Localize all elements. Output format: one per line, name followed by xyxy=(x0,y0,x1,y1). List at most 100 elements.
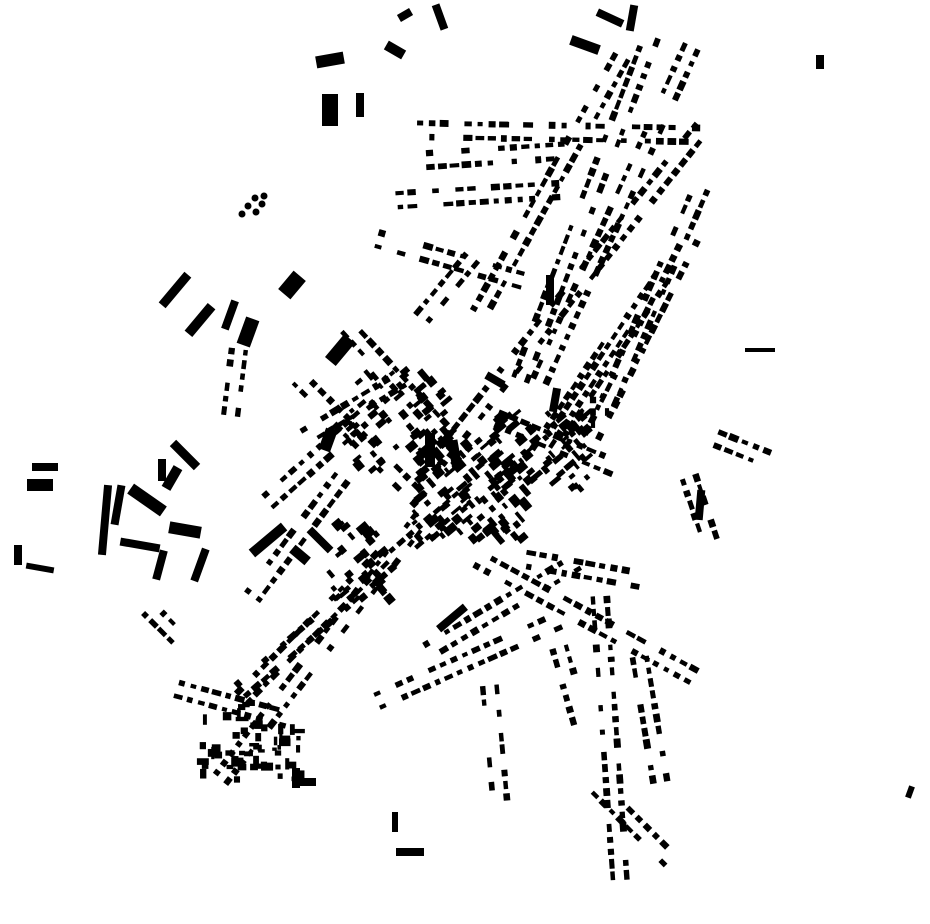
building xyxy=(633,832,642,842)
building xyxy=(603,341,612,351)
building xyxy=(361,525,377,541)
building xyxy=(496,365,505,374)
building xyxy=(437,486,450,498)
building xyxy=(458,411,469,423)
building xyxy=(446,249,456,257)
building xyxy=(599,101,607,109)
building xyxy=(169,439,201,471)
building xyxy=(572,137,580,143)
building xyxy=(597,255,607,266)
building xyxy=(558,245,566,256)
building xyxy=(630,302,638,310)
building xyxy=(616,388,626,399)
building xyxy=(374,243,382,250)
building xyxy=(269,669,280,681)
building xyxy=(377,382,384,390)
building xyxy=(606,410,615,420)
building xyxy=(523,136,533,142)
building xyxy=(536,616,547,625)
building xyxy=(326,498,336,509)
building xyxy=(411,509,420,518)
building xyxy=(224,692,232,700)
building xyxy=(269,704,280,713)
building xyxy=(370,434,383,447)
building xyxy=(286,635,295,644)
building xyxy=(688,663,700,674)
building xyxy=(472,392,484,405)
building xyxy=(526,621,535,629)
building xyxy=(503,182,512,190)
building xyxy=(670,166,681,177)
building xyxy=(178,679,186,687)
building xyxy=(676,79,687,92)
building xyxy=(396,537,407,547)
building xyxy=(360,571,371,582)
building xyxy=(489,555,499,564)
building xyxy=(499,487,509,497)
building xyxy=(268,651,279,662)
building xyxy=(417,120,424,126)
building xyxy=(407,203,418,209)
building xyxy=(425,513,441,528)
building xyxy=(516,531,529,544)
building xyxy=(460,513,473,525)
building xyxy=(322,481,332,490)
building xyxy=(298,459,305,467)
building xyxy=(644,61,652,69)
building xyxy=(450,513,463,526)
building xyxy=(575,115,583,124)
building xyxy=(691,209,702,221)
building xyxy=(602,468,614,478)
building xyxy=(400,692,409,701)
building xyxy=(265,558,274,566)
building xyxy=(253,755,259,765)
building xyxy=(258,749,265,753)
building xyxy=(469,304,479,313)
tank xyxy=(260,192,268,200)
building xyxy=(651,660,660,668)
building xyxy=(456,669,464,676)
building xyxy=(447,439,463,471)
building xyxy=(569,666,578,676)
building xyxy=(592,265,602,277)
building xyxy=(609,51,619,62)
building xyxy=(421,682,432,692)
building xyxy=(463,134,473,141)
building xyxy=(585,446,597,455)
building xyxy=(339,399,351,410)
tank xyxy=(244,202,252,210)
building xyxy=(486,516,498,529)
building xyxy=(662,772,671,782)
building xyxy=(397,408,410,421)
building xyxy=(186,696,194,704)
building xyxy=(476,513,486,522)
building xyxy=(515,183,524,188)
building xyxy=(292,768,300,788)
building xyxy=(431,3,449,31)
building xyxy=(484,402,494,411)
building xyxy=(484,470,493,480)
building xyxy=(378,703,387,710)
building xyxy=(369,371,380,382)
building xyxy=(439,425,450,436)
building xyxy=(501,458,515,471)
building xyxy=(422,241,434,252)
building xyxy=(425,149,434,157)
building xyxy=(357,348,366,357)
building xyxy=(625,805,636,816)
building xyxy=(579,189,588,200)
building xyxy=(468,466,481,480)
building xyxy=(567,321,577,331)
building xyxy=(422,513,434,524)
building xyxy=(273,736,278,746)
building xyxy=(551,193,561,201)
building xyxy=(233,685,245,697)
building xyxy=(551,327,558,335)
building xyxy=(413,305,424,317)
building xyxy=(548,387,562,413)
building xyxy=(558,285,566,293)
building xyxy=(563,644,570,652)
building xyxy=(500,524,506,531)
building xyxy=(614,348,625,359)
building xyxy=(544,410,552,418)
